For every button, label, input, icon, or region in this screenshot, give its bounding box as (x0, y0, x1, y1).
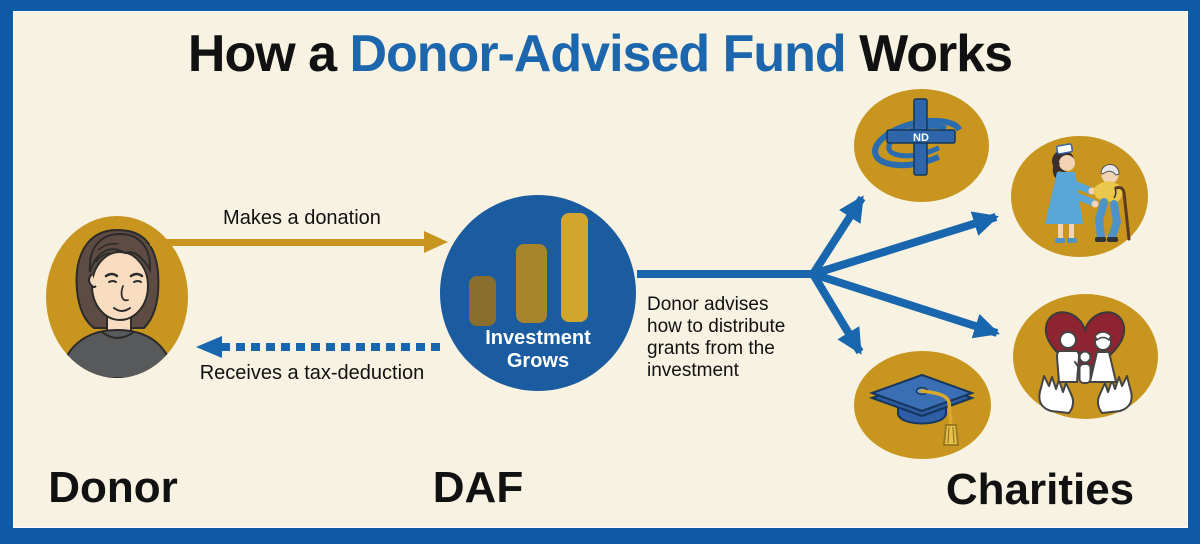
charity-education-node (854, 351, 991, 459)
growth-bar-small (469, 276, 496, 326)
tax-deduction-arrow-shaft (221, 343, 446, 351)
donation-arrow-head (424, 231, 448, 253)
charity-elderly-care-node (1011, 136, 1148, 257)
grant-advice-line: investment (647, 360, 739, 381)
logo-text: ND (913, 132, 929, 144)
grant-advice-line: grants from the (647, 338, 775, 359)
donor-node (46, 216, 188, 378)
donor-avatar-icon (60, 228, 174, 378)
title-prefix: How a (187, 25, 350, 83)
daf-caption-line2: Grows (506, 350, 570, 372)
tax-deduction-arrow-label: Receives a tax-deduction (199, 362, 425, 384)
grant-advice-line: how to distribute (647, 316, 786, 337)
daf-caption: Investment Grows (440, 327, 636, 373)
charity-family-node (1013, 294, 1158, 419)
family-in-caring-hands-icon (1038, 311, 1133, 414)
tax-deduction-arrow-head (196, 336, 222, 358)
graduation-cap-icon (869, 373, 975, 446)
title-suffix: Works (845, 25, 1013, 83)
donation-arrow-shaft (150, 239, 426, 246)
grant-advice-line: Donor advises (647, 294, 769, 315)
religious-cross-logo-icon: ND (872, 98, 964, 176)
daf-node: Investment Grows (440, 195, 636, 391)
donation-arrow-label: Makes a donation (223, 207, 381, 229)
page-title: How a Donor-Advised Fund Works (0, 24, 1200, 84)
charities-label: Charities (945, 465, 1135, 514)
growth-bar-medium (516, 244, 547, 323)
donor-label: Donor (48, 463, 178, 512)
daf-label: DAF (432, 463, 524, 512)
title-highlight: Donor-Advised Fund (349, 25, 846, 83)
growth-bar-tall (561, 213, 588, 322)
daf-caption-line1: Investment (485, 327, 591, 349)
nurse-helping-elderly-icon (1045, 143, 1131, 243)
grant-advice-text: Donor advises how to distribute grants f… (647, 294, 817, 382)
charity-religion-node: ND (854, 89, 989, 202)
